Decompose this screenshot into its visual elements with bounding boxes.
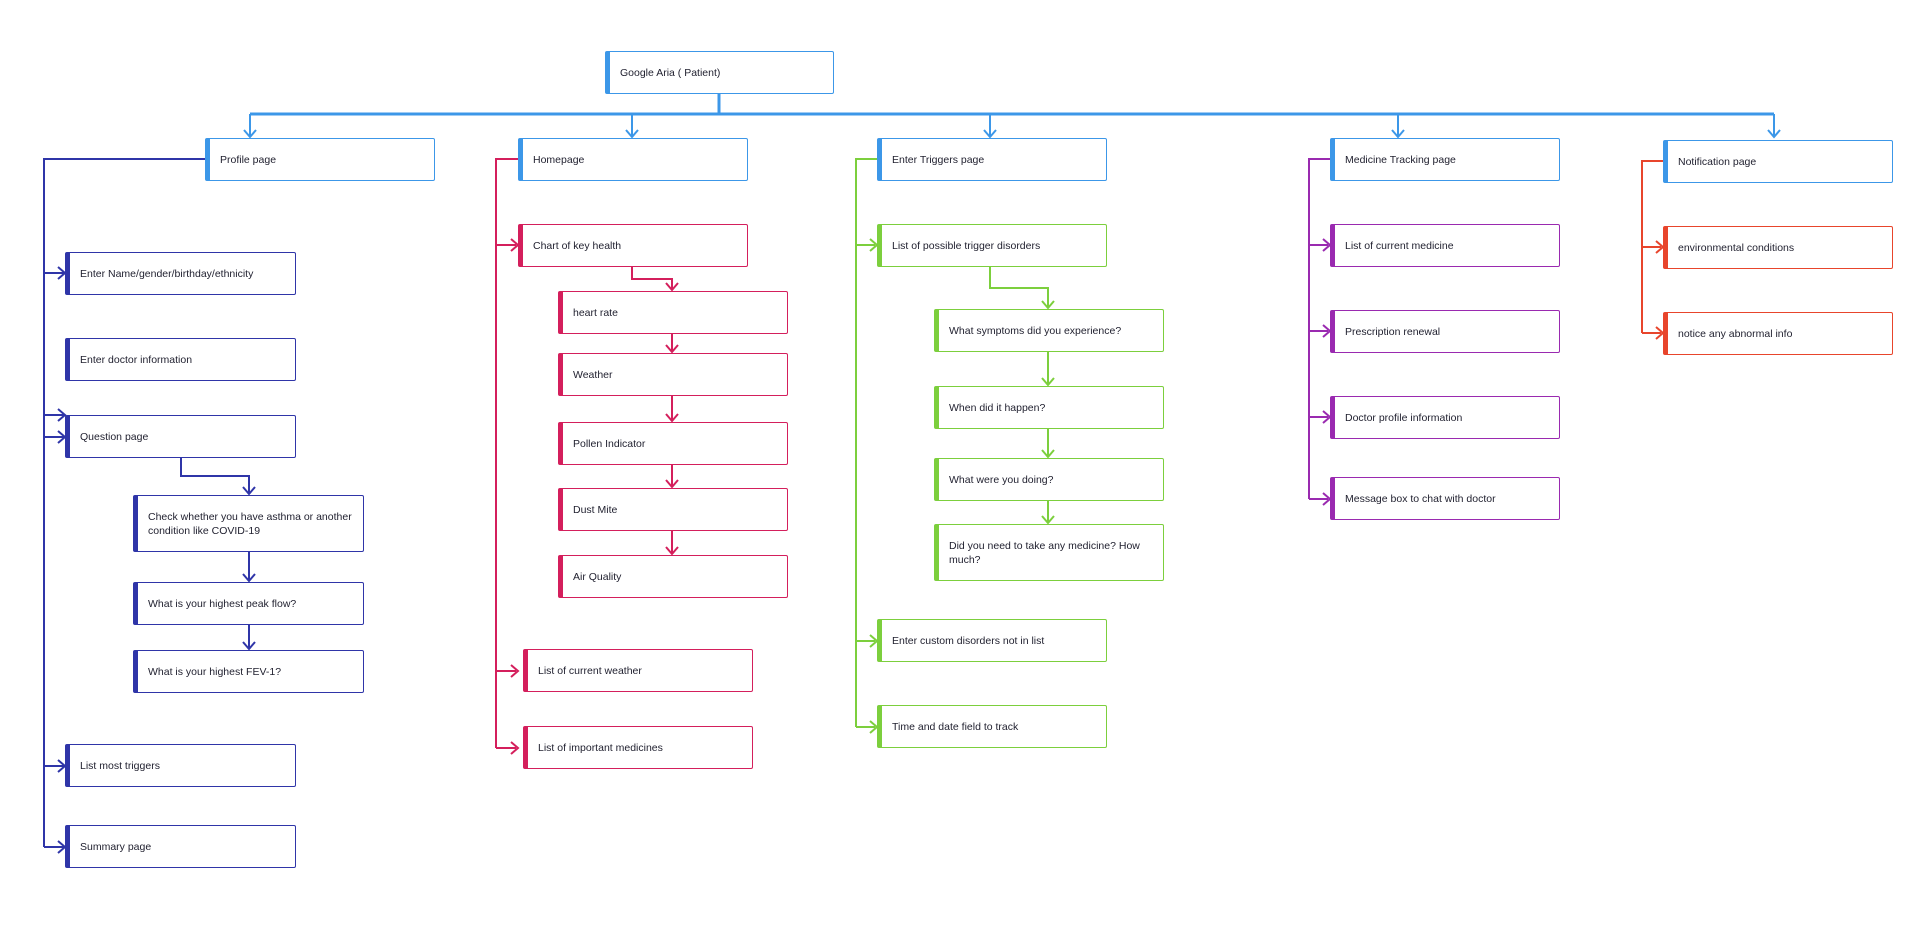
dust-mite-node[interactable]: Dust Mite: [558, 488, 788, 531]
weather-label: Weather: [573, 368, 613, 381]
profile-page-label: Profile page: [220, 153, 277, 166]
environmental-conditions-node[interactable]: environmental conditions: [1663, 226, 1893, 269]
arrowhead: [1391, 129, 1405, 139]
message-box-label: Message box to chat with doctor: [1345, 492, 1496, 505]
profile-spine: [43, 158, 205, 847]
message-box-node[interactable]: Message box to chat with doctor: [1330, 477, 1560, 520]
dust-mite-label: Dust Mite: [573, 503, 618, 516]
arrowhead: [625, 129, 639, 139]
asthma-question-label: Check whether you have asthma or another…: [148, 510, 352, 537]
current-weather-list-label: List of current weather: [538, 664, 642, 677]
pollen-indicator-node[interactable]: Pollen Indicator: [558, 422, 788, 465]
question-page-label: Question page: [80, 430, 149, 443]
arrowhead: [242, 486, 256, 496]
triggers-connector: [989, 267, 1049, 307]
fev1-question-label: What is your highest FEV-1?: [148, 665, 282, 678]
profile-doctor-node[interactable]: Enter doctor information: [65, 338, 296, 381]
current-medicine-label: List of current medicine: [1345, 239, 1454, 252]
root-node[interactable]: Google Aria ( Patient): [605, 51, 834, 94]
environmental-conditions-label: environmental conditions: [1678, 241, 1795, 254]
peak-flow-question-label: What is your highest peak flow?: [148, 597, 297, 610]
symptoms-question-label: What symptoms did you experience?: [949, 324, 1122, 337]
medicine-question-node[interactable]: Did you need to take any medicine? How m…: [934, 524, 1164, 581]
air-quality-label: Air Quality: [573, 570, 622, 583]
arrowhead: [665, 413, 679, 423]
time-date-field-label: Time and date field to track: [892, 720, 1019, 733]
profile-triggers-label: List most triggers: [80, 759, 160, 772]
arrowhead: [665, 282, 679, 292]
arrowhead: [665, 479, 679, 489]
chart-connector: [631, 267, 673, 289]
profile-triggers-node[interactable]: List most triggers: [65, 744, 296, 787]
arrowhead: [243, 129, 257, 139]
question-page-node[interactable]: Question page: [65, 415, 296, 458]
doing-question-node[interactable]: What were you doing?: [934, 458, 1164, 501]
enter-triggers-page-node[interactable]: Enter Triggers page: [877, 138, 1107, 181]
medicine-question-label: Did you need to take any medicine? How m…: [949, 539, 1140, 566]
homepage-label: Homepage: [533, 153, 585, 166]
air-quality-node[interactable]: Air Quality: [558, 555, 788, 598]
summary-page-node[interactable]: Summary page: [65, 825, 296, 868]
when-question-node[interactable]: When did it happen?: [934, 386, 1164, 429]
root-label: Google Aria ( Patient): [620, 66, 721, 79]
current-weather-list-node[interactable]: List of current weather: [523, 649, 753, 692]
notification-spine: [1641, 160, 1663, 333]
arrowhead: [510, 741, 520, 755]
profile-name-node[interactable]: Enter Name/gender/birthday/ethnicity: [65, 252, 296, 295]
abnormal-info-node[interactable]: notice any abnormal info: [1663, 312, 1893, 355]
prescription-renewal-label: Prescription renewal: [1345, 325, 1441, 338]
doctor-profile-node[interactable]: Doctor profile information: [1330, 396, 1560, 439]
profile-name-label: Enter Name/gender/birthday/ethnicity: [80, 267, 254, 280]
arrowhead: [1041, 377, 1055, 387]
arrowhead: [665, 546, 679, 556]
arrowhead: [1041, 515, 1055, 525]
arrowhead: [242, 641, 256, 651]
doing-question-label: What were you doing?: [949, 473, 1054, 486]
notification-page-node[interactable]: Notification page: [1663, 140, 1893, 183]
time-date-field-node[interactable]: Time and date field to track: [877, 705, 1107, 748]
notification-page-label: Notification page: [1678, 155, 1757, 168]
possible-triggers-label: List of possible trigger disorders: [892, 239, 1041, 252]
symptoms-question-node[interactable]: What symptoms did you experience?: [934, 309, 1164, 352]
summary-page-label: Summary page: [80, 840, 152, 853]
custom-disorders-node[interactable]: Enter custom disorders not in list: [877, 619, 1107, 662]
chart-key-health-label: Chart of key health: [533, 239, 622, 252]
medicine-tracking-page-label: Medicine Tracking page: [1345, 153, 1456, 166]
arrowhead: [1041, 300, 1055, 310]
custom-disorders-label: Enter custom disorders not in list: [892, 634, 1045, 647]
arrowhead: [1041, 449, 1055, 459]
possible-triggers-node[interactable]: List of possible trigger disorders: [877, 224, 1107, 267]
chart-key-health-node[interactable]: Chart of key health: [518, 224, 748, 267]
asthma-question-node[interactable]: Check whether you have asthma or another…: [133, 495, 364, 552]
fev1-question-node[interactable]: What is your highest FEV-1?: [133, 650, 364, 693]
peak-flow-question-node[interactable]: What is your highest peak flow?: [133, 582, 364, 625]
abnormal-info-label: notice any abnormal info: [1678, 327, 1793, 340]
arrowhead: [1767, 129, 1781, 139]
pollen-indicator-label: Pollen Indicator: [573, 437, 646, 450]
weather-node[interactable]: Weather: [558, 353, 788, 396]
homepage-spine: [495, 158, 518, 748]
question-connector: [180, 458, 250, 493]
medicine-tracking-page-node[interactable]: Medicine Tracking page: [1330, 138, 1560, 181]
medicine-spine: [1308, 158, 1330, 499]
arrowhead: [983, 129, 997, 139]
arrowhead: [665, 344, 679, 354]
prescription-renewal-node[interactable]: Prescription renewal: [1330, 310, 1560, 353]
arrowhead: [242, 573, 256, 583]
arrowhead: [510, 664, 520, 678]
when-question-label: When did it happen?: [949, 401, 1046, 414]
homepage-node[interactable]: Homepage: [518, 138, 748, 181]
enter-triggers-page-label: Enter Triggers page: [892, 153, 985, 166]
profile-doctor-label: Enter doctor information: [80, 353, 193, 366]
doctor-profile-label: Doctor profile information: [1345, 411, 1463, 424]
heart-rate-node[interactable]: heart rate: [558, 291, 788, 334]
profile-page-node[interactable]: Profile page: [205, 138, 435, 181]
triggers-spine: [855, 158, 877, 727]
heart-rate-label: heart rate: [573, 306, 618, 319]
important-medicines-list-label: List of important medicines: [538, 741, 663, 754]
current-medicine-node[interactable]: List of current medicine: [1330, 224, 1560, 267]
important-medicines-list-node[interactable]: List of important medicines: [523, 726, 753, 769]
